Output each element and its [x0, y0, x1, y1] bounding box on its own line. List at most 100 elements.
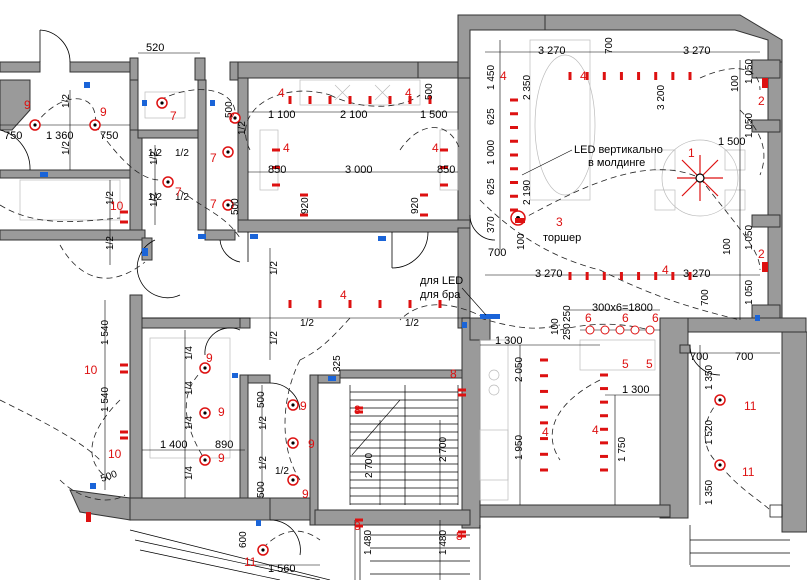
- downlight-center: [166, 180, 170, 184]
- fraction-label: 1/2: [149, 151, 160, 165]
- led-spot: [600, 468, 608, 472]
- dim-label: 1 500: [718, 136, 746, 148]
- fixture-number-label: 9: [218, 405, 225, 419]
- downlight-center: [203, 366, 207, 370]
- staircase: [349, 385, 459, 505]
- wall-sconces: [515, 78, 768, 272]
- led-spot: [510, 194, 518, 198]
- led-spot: [540, 421, 548, 425]
- fraction-label: 1/2: [61, 94, 72, 108]
- fixture-number-label: 8: [354, 519, 361, 533]
- fraction-label: 1/4: [184, 466, 195, 480]
- dim-label: 2 700: [438, 437, 449, 462]
- led-spot: [458, 534, 466, 538]
- dimension-labels: 520 750 1 360 750 1 100 2 100 1 500 850 …: [4, 37, 755, 575]
- led-spot: [600, 441, 608, 445]
- for-bra-label: для бра: [420, 289, 461, 301]
- fraction-label: 1/2: [175, 192, 189, 203]
- spacing-note-label: 300x6=1800: [592, 302, 653, 314]
- downlight-center: [261, 548, 265, 552]
- led-spot: [600, 400, 608, 404]
- fixture-number-label: 10: [110, 199, 124, 213]
- downlight-center: [291, 441, 295, 445]
- led-spot: [408, 96, 412, 104]
- led-spot: [540, 389, 548, 393]
- downlight-center: [226, 203, 230, 207]
- fraction-label: 1/2: [275, 466, 289, 477]
- led-spot: [602, 72, 606, 80]
- fixture-number-label: 2: [758, 247, 765, 261]
- dim-label: 750: [4, 130, 22, 142]
- dim-label: 700: [488, 247, 506, 259]
- dim-label: 1 000: [486, 140, 497, 165]
- downlight-center: [718, 398, 722, 402]
- led-spot: [654, 272, 658, 280]
- fixture-number-label: 5: [622, 357, 629, 371]
- dim-label: 3 270: [683, 45, 711, 57]
- fixture-number-label: 6: [622, 311, 629, 325]
- fraction-label: 1/2: [61, 141, 72, 155]
- fixture-number-label: 9: [206, 351, 213, 365]
- led-spot: [458, 530, 466, 534]
- led-spot: [272, 183, 280, 187]
- dim-label: 1 500: [420, 109, 448, 121]
- led-spot: [510, 112, 518, 116]
- fixture-number-label: 4: [340, 288, 347, 302]
- dim-label: 750: [100, 130, 118, 142]
- fraction-label: 1/2: [258, 416, 269, 430]
- fraction-label: 1/2: [148, 148, 162, 159]
- fixture-number-label: 11: [742, 465, 755, 479]
- dimension-lines: [0, 40, 780, 580]
- fraction-label: 1/2: [405, 318, 419, 329]
- led-spot: [420, 193, 428, 197]
- led-spot: [120, 436, 128, 440]
- dim-label: 2 700: [364, 453, 375, 478]
- led-spot: [688, 272, 692, 280]
- led-spot: [568, 272, 572, 280]
- led-spot: [388, 96, 392, 104]
- led-spot: [355, 518, 363, 522]
- downlight-center: [203, 458, 207, 462]
- dim-label: 500: [99, 469, 119, 485]
- dim-label: 3 200: [656, 85, 667, 110]
- led-spot: [378, 300, 382, 308]
- dim-label: 2 100: [340, 109, 368, 121]
- led-strip-marks: [86, 72, 692, 538]
- fixture-number-label: 6: [652, 311, 659, 325]
- fixture-number-label: 9: [308, 437, 315, 451]
- downlight-center: [160, 101, 164, 105]
- doors: [0, 29, 721, 556]
- led-spot: [428, 96, 432, 104]
- led-spot: [600, 373, 608, 377]
- switch-markers: [40, 82, 760, 526]
- led-spot: [688, 72, 692, 80]
- dim-label: 500: [424, 83, 435, 100]
- dim-label: 1 350: [704, 365, 715, 390]
- dim-label: 370: [486, 216, 497, 233]
- dim-label: 1 520: [704, 420, 715, 445]
- fraction-label: 1/2: [258, 456, 269, 470]
- dim-label: 3 270: [538, 45, 566, 57]
- led-spot: [438, 300, 442, 308]
- walls: [0, 14, 807, 533]
- led-spot: [272, 148, 280, 152]
- fixture-number-label: 6: [585, 311, 592, 325]
- fixture-number-label: 4: [278, 86, 285, 100]
- dim-label: 1 300: [495, 335, 523, 347]
- furniture: [19, 39, 746, 501]
- dim-label: 500: [256, 391, 267, 408]
- dim-label: 850: [268, 164, 286, 176]
- led-spot: [120, 220, 128, 224]
- fixture-number-label: 11: [244, 555, 257, 569]
- fixture-number-label: 4: [542, 425, 549, 439]
- led-spot: [318, 300, 322, 308]
- dim-label: 2 050: [514, 357, 525, 382]
- dim-label: 1 950: [514, 435, 525, 460]
- led-spot: [671, 72, 675, 80]
- dim-label: 100: [730, 75, 741, 92]
- dim-label: 325: [332, 355, 343, 372]
- led-spot: [440, 183, 448, 187]
- fixture-number-label: 5: [646, 357, 653, 371]
- led-spot: [328, 96, 332, 104]
- dim-label: 500: [230, 198, 241, 215]
